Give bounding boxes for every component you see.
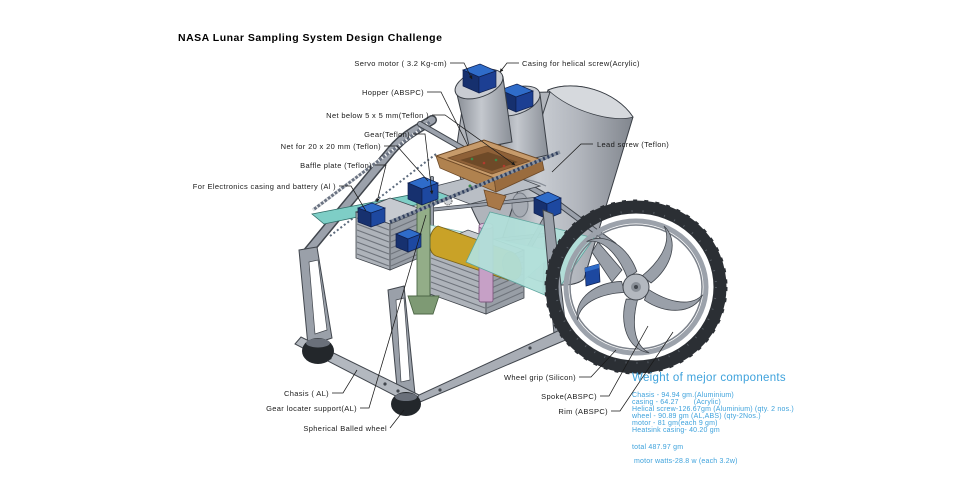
label-chasis: Chasis ( AL) bbox=[284, 389, 329, 398]
leader-lead-screw bbox=[551, 143, 593, 173]
leader-lines bbox=[332, 62, 674, 429]
label-spoke: Spoke(ABSPC) bbox=[541, 392, 597, 401]
leader-casing bbox=[499, 62, 519, 73]
helical-cylinder-left bbox=[454, 63, 513, 151]
label-hopper: Hopper (ABSPC) bbox=[362, 88, 424, 97]
weight-panel: Weight of mejor components Chasis - 94.9… bbox=[631, 372, 794, 465]
label-servo-motor: Servo motor ( 3.2 Kg-cm) bbox=[354, 59, 447, 68]
label-baffle-plate: Baffle plate (Teflon) bbox=[300, 161, 372, 170]
leader-spherical bbox=[389, 409, 405, 429]
lead-screw-rod bbox=[389, 150, 561, 224]
wheel-rim bbox=[563, 218, 709, 356]
weight-panel-heading: Weight of mejor components bbox=[632, 372, 786, 384]
weight-line-wheel: wheel - 90.89 gm (AL,ABS) (qty-2Nos.) bbox=[631, 413, 761, 420]
leader-electronics bbox=[339, 185, 367, 212]
net-strip bbox=[329, 153, 437, 237]
label-rim: Rim (ABSPC) bbox=[558, 407, 608, 416]
leader-chasis bbox=[332, 369, 358, 394]
servo-motor-hub bbox=[584, 263, 601, 287]
chassis-frame bbox=[294, 209, 569, 416]
page-title: NASA Lunar Sampling System Design Challe… bbox=[178, 32, 442, 44]
weight-line-motor: motor - 81 gm(each 9 gm) bbox=[632, 420, 718, 427]
label-net-below: Net below 5 x 5 mm(Teflon ) bbox=[326, 111, 429, 120]
ball-wheel-rear bbox=[391, 392, 421, 416]
motor-watts: motor watts-28.8 w (each 3.2w) bbox=[634, 458, 738, 465]
weight-line-helical: Helical screw-126.67gm (Aluminium) (qty.… bbox=[632, 406, 794, 413]
servo-motor-b bbox=[356, 202, 387, 228]
label-spherical-wheel: Spherical Balled wheel bbox=[303, 424, 387, 433]
leader-baffle bbox=[375, 164, 387, 203]
servo-motor-left bbox=[462, 63, 497, 94]
weight-line-casing: casing - 64.27 (Acrylic) bbox=[632, 399, 721, 406]
servo-motor-c bbox=[395, 228, 422, 253]
leader-spoke bbox=[600, 325, 649, 397]
rover-illustration bbox=[294, 63, 728, 416]
leader-gear bbox=[413, 133, 434, 195]
label-casing-helical: Casing for helical screw(Acrylic) bbox=[522, 59, 640, 68]
label-gear-locater: Gear locater support(AL) bbox=[266, 404, 357, 413]
leader-wheel-grip bbox=[579, 349, 617, 378]
callout-labels: Servo motor ( 3.2 Kg-cm) Casing for heli… bbox=[193, 59, 669, 433]
label-net-20: Net for 20 x 20 mm (Teflon) bbox=[281, 142, 381, 151]
leader-gear-locater bbox=[360, 214, 427, 409]
weight-line-chasis: Chasis - 94.94 gm.(Aluminium) bbox=[632, 392, 734, 399]
label-wheel-grip: Wheel grip (Silicon) bbox=[504, 373, 576, 382]
leader-servo-motor bbox=[450, 62, 473, 80]
frame-arch bbox=[301, 115, 437, 259]
weight-total: total 487.97 gm bbox=[632, 444, 683, 451]
leader-hopper bbox=[427, 91, 469, 147]
servo-motor-a bbox=[407, 176, 439, 206]
label-gear: Gear(Teflon) bbox=[364, 130, 410, 139]
wheel bbox=[544, 199, 728, 375]
leader-net-20 bbox=[384, 145, 429, 182]
ball-wheel-front bbox=[302, 338, 334, 364]
weight-line-heatsink: Heatsink casing- 40.20 gm bbox=[632, 427, 720, 434]
leader-rim bbox=[611, 331, 674, 412]
label-lead-screw: Lead screw (Teflon) bbox=[597, 140, 669, 149]
leader-net-below bbox=[432, 114, 516, 166]
label-electronics: For Electronics casing and battery (Al ) bbox=[193, 182, 336, 191]
